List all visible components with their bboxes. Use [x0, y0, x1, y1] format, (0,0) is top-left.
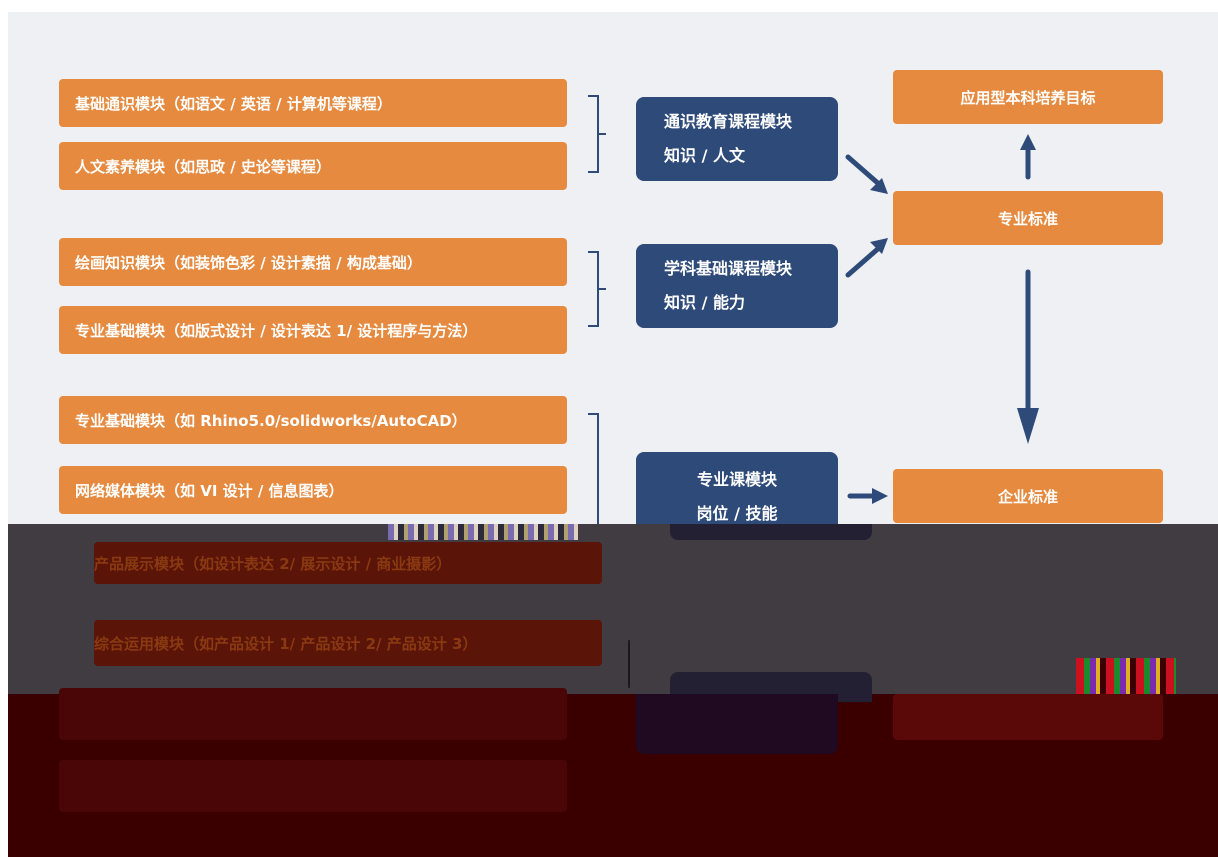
- arrow-head: [872, 488, 888, 504]
- faded-bracket: [628, 640, 630, 688]
- module-professional-basic-1: 专业基础模块（如版式设计 / 设计表达 1/ 设计程序与方法）: [59, 306, 567, 354]
- module-painting-knowledge: 绘画知识模块（如装饰色彩 / 设计素描 / 构成基础）: [59, 238, 567, 286]
- module-product-display: 产品展示模块（如设计表达 2/ 展示设计 / 商业摄影）: [94, 542, 602, 584]
- faded-module-block: [59, 760, 567, 812]
- enterprise-standard-box: 企业标准: [893, 469, 1163, 523]
- training-goal-box: 应用型本科培养目标: [893, 70, 1163, 124]
- module-professional-basic-2: 专业基础模块（如 Rhino5.0/solidworks/AutoCAD）: [59, 396, 567, 444]
- faded-course-box: [636, 694, 838, 754]
- faded-course-box: [670, 524, 872, 540]
- course-module-title: 专业课模块: [696, 470, 777, 489]
- connector-layer: [588, 95, 1039, 555]
- diagram-canvas: 基础通识模块（如语文 / 英语 / 计算机等课程） 人文素养模块（如思政 / 史…: [8, 12, 1218, 857]
- course-module-subtitle: 岗位 / 技能: [696, 504, 778, 523]
- arrow-discipline-to-standard: [845, 244, 883, 278]
- faded-module-block: [59, 688, 567, 740]
- course-module-discipline-basic: 学科基础课程模块 知识 / 能力: [636, 244, 838, 328]
- glitch-artifact: [388, 524, 578, 540]
- professional-standard-box: 专业标准: [893, 191, 1163, 245]
- course-module-subtitle: 知识 / 能力: [664, 293, 745, 312]
- course-module-general-education: 通识教育课程模块 知识 / 人文: [636, 97, 838, 181]
- glitch-artifact: [1076, 658, 1176, 694]
- module-humanities: 人文素养模块（如思政 / 史论等课程）: [59, 142, 567, 190]
- bracket-discipline: [588, 251, 606, 327]
- course-module-title: 通识教育课程模块: [664, 112, 793, 131]
- module-network-media: 网络媒体模块（如 VI 设计 / 信息图表）: [59, 466, 567, 514]
- arrow-head: [1017, 408, 1039, 444]
- bracket-general: [588, 95, 606, 173]
- module-general-basic: 基础通识模块（如语文 / 英语 / 计算机等课程）: [59, 79, 567, 127]
- arrow-head: [1020, 134, 1036, 150]
- module-comprehensive-application: 综合运用模块（如产品设计 1/ 产品设计 2/ 产品设计 3）: [94, 620, 602, 666]
- arrow-head: [870, 238, 888, 254]
- faded-right-box: [893, 694, 1163, 740]
- course-module-title: 学科基础课程模块: [664, 259, 793, 278]
- arrow-head: [870, 178, 888, 194]
- arrow-general-to-standard: [845, 154, 883, 188]
- course-module-subtitle: 知识 / 人文: [664, 146, 745, 165]
